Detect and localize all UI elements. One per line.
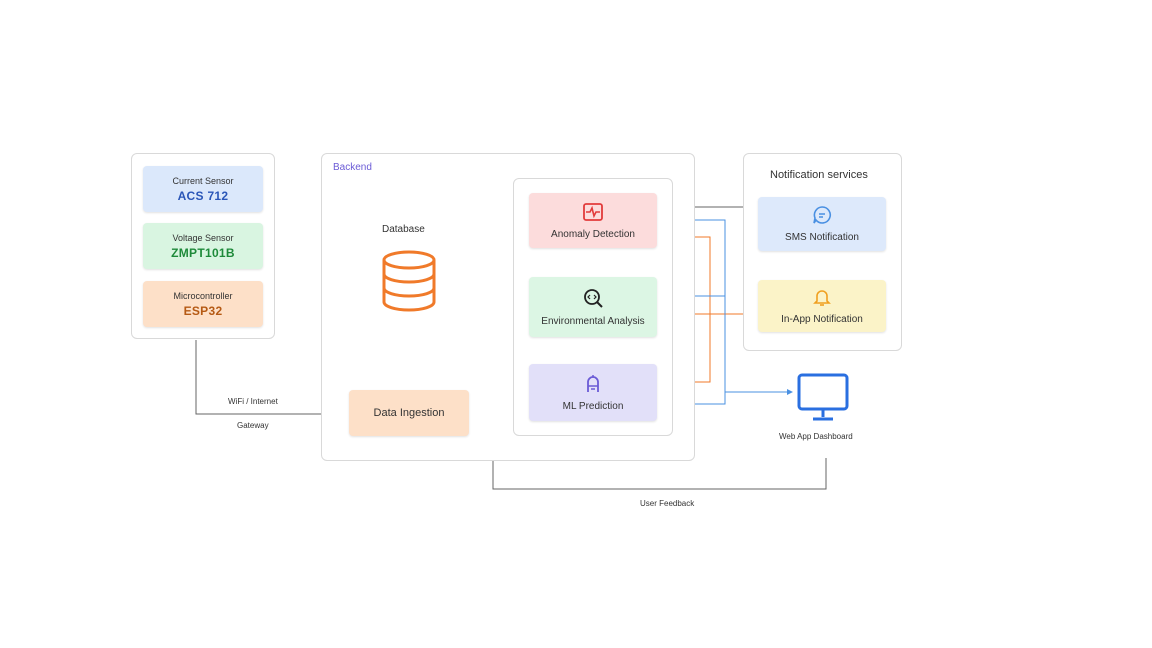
inapp-notification-card[interactable]: In-App Notification bbox=[758, 280, 886, 332]
user-feedback-label: User Feedback bbox=[640, 499, 695, 508]
current-sensor-card[interactable]: Current Sensor ACS 712 bbox=[143, 166, 263, 212]
monitor-icon[interactable] bbox=[796, 372, 850, 426]
gateway-edge-label: Gateway bbox=[237, 421, 269, 430]
current-sensor-label: Current Sensor bbox=[172, 175, 234, 186]
backend-title: Backend bbox=[333, 162, 372, 173]
ai-robot-icon bbox=[583, 374, 603, 399]
anomaly-detection-card[interactable]: Anomaly Detection bbox=[529, 193, 657, 248]
heartbeat-monitor-icon bbox=[582, 202, 604, 227]
sms-notification-label: SMS Notification bbox=[785, 232, 859, 243]
edge-device-to-ingestion bbox=[195, 340, 347, 417]
bell-icon bbox=[812, 287, 832, 312]
ml-prediction-card[interactable]: ML Prediction bbox=[529, 364, 657, 421]
anomaly-detection-label: Anomaly Detection bbox=[551, 228, 635, 240]
data-ingestion-card[interactable]: Data Ingestion bbox=[349, 390, 469, 436]
microcontroller-card[interactable]: Microcontroller ESP32 bbox=[143, 281, 263, 327]
environmental-analysis-label: Environmental Analysis bbox=[541, 316, 645, 327]
current-sensor-model: ACS 712 bbox=[177, 188, 229, 203]
wifi-edge-label: WiFi / Internet bbox=[228, 397, 278, 406]
sms-notification-card[interactable]: SMS Notification bbox=[758, 197, 886, 251]
voltage-sensor-label: Voltage Sensor bbox=[172, 232, 234, 243]
database-icon[interactable] bbox=[380, 250, 438, 312]
data-ingestion-label: Data Ingestion bbox=[373, 407, 445, 419]
voltage-sensor-card[interactable]: Voltage Sensor ZMPT101B bbox=[143, 223, 263, 269]
microcontroller-label: Microcontroller bbox=[173, 290, 233, 301]
environmental-analysis-card[interactable]: Environmental Analysis bbox=[529, 277, 657, 337]
voltage-sensor-model: ZMPT101B bbox=[171, 245, 235, 260]
inapp-notification-label: In-App Notification bbox=[781, 314, 863, 325]
ml-prediction-label: ML Prediction bbox=[562, 400, 624, 412]
notifications-title: Notification services bbox=[770, 169, 868, 181]
dashboard-label: Web App Dashboard bbox=[779, 432, 853, 441]
search-analysis-icon bbox=[582, 287, 604, 314]
database-label: Database bbox=[382, 224, 425, 235]
microcontroller-model: ESP32 bbox=[183, 303, 223, 318]
chat-bubble-icon bbox=[812, 205, 832, 230]
